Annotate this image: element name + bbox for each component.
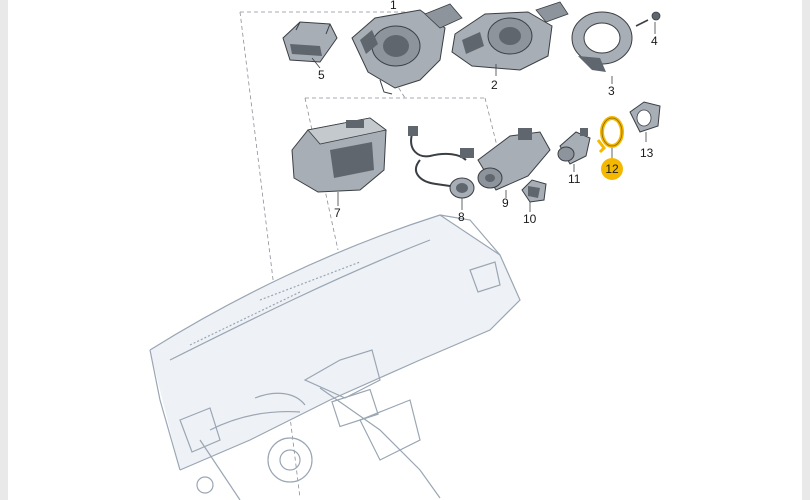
part-10-switch [521, 179, 547, 212]
part-number-5: 5 [318, 68, 325, 82]
part-4-screw [635, 11, 661, 34]
part-1-switch-housing [351, 3, 463, 95]
part-8-harness [408, 126, 475, 210]
part-number-11: 11 [568, 172, 581, 186]
part-number-13: 13 [640, 146, 654, 160]
part-number-10: 10 [523, 212, 537, 226]
part-12-ring-highlighted [596, 116, 624, 158]
part-9-lock-housing [477, 128, 551, 198]
part-13-cover [629, 101, 661, 142]
part-number-9: 9 [502, 196, 509, 210]
part-3-clock-spring [571, 11, 633, 84]
part-number-3: 3 [608, 84, 615, 98]
part-number-7: 7 [334, 206, 341, 220]
part-number-1: 1 [390, 0, 397, 12]
dashboard-illustration [149, 214, 521, 500]
part-number-2: 2 [491, 78, 498, 92]
part-11-lock-cylinder [557, 128, 591, 172]
part-5-bracket [282, 21, 338, 69]
part-number-12-highlighted: 12 [601, 158, 623, 180]
part-number-8: 8 [458, 210, 465, 224]
left-border [0, 0, 8, 500]
right-border [802, 0, 810, 500]
part-2-combination-switch [451, 1, 569, 76]
part-number-4: 4 [651, 34, 658, 48]
part-7-control-unit [291, 117, 387, 206]
